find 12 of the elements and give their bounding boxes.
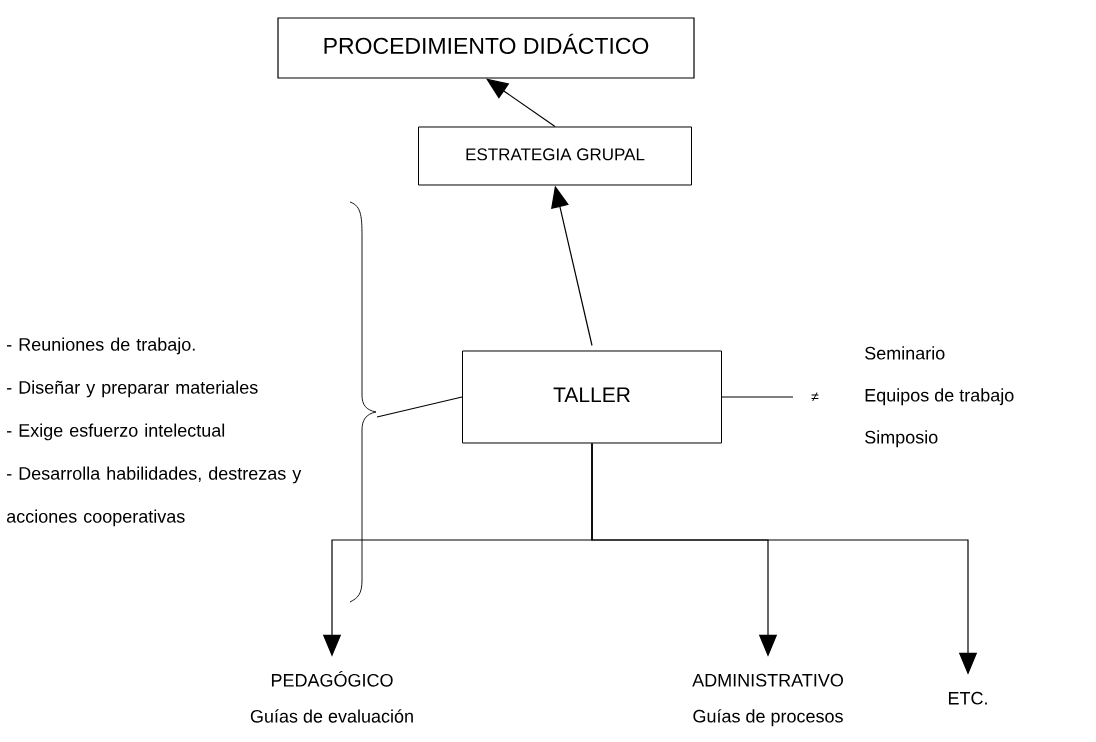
- title-box: PROCEDIMIENTO DIDÁCTICO: [277, 17, 695, 79]
- edge-label: ≠: [810, 391, 820, 403]
- bullet-list: - Reuniones de trabajo. - Diseñar y preparar materiales - Exige esfuerzo intelectual - Desarrolla habilidades, destrezas y acciones cooperativas: [7, 337, 302, 527]
- double-bordered-box: TALLER: [462, 350, 722, 444]
- connector: [486, 78, 556, 128]
- process-box: ESTRATEGIA GRUPAL: [418, 126, 692, 186]
- connector: [376, 396, 463, 418]
- item-list: Seminario Equipos de trabajo Simposio: [865, 346, 1014, 448]
- connector: [721, 396, 794, 398]
- category-label: PEDAGÓGICO Guías de evaluación: [250, 670, 413, 723]
- category-label: ETC.: [948, 691, 987, 705]
- category-label: ADMINISTRATIVO Guías de procesos: [692, 673, 843, 727]
